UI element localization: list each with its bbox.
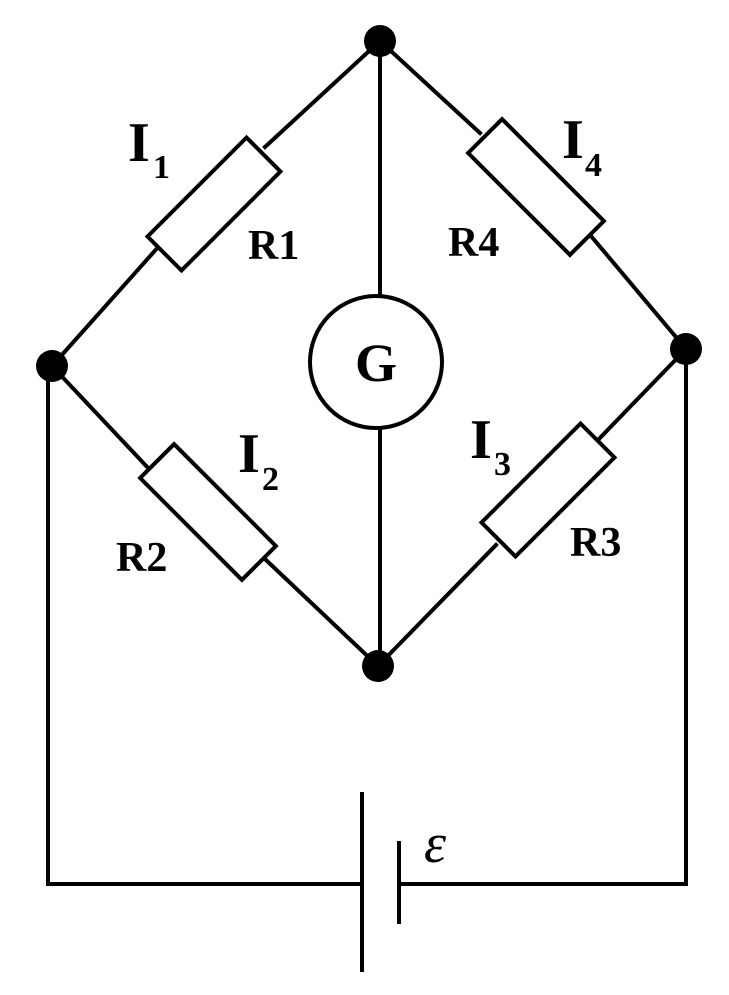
current-i4-subscript: 4 bbox=[585, 147, 602, 184]
node-top bbox=[364, 25, 396, 57]
r2-label: R2 bbox=[116, 535, 167, 581]
wire-top-to-r4 bbox=[377, 38, 483, 136]
node-left bbox=[36, 350, 68, 382]
wire-left-to-r1 bbox=[49, 242, 163, 369]
galvanometer-circle bbox=[308, 294, 444, 430]
current-i2-letter: I bbox=[238, 423, 260, 485]
current-i1-subscript: 1 bbox=[153, 149, 170, 186]
current-i2-subscript: 2 bbox=[262, 461, 279, 498]
wire-left-to-r2 bbox=[49, 363, 153, 473]
wire-r3-to-right bbox=[594, 346, 689, 444]
resistor-r4 bbox=[465, 116, 607, 258]
current-i4-label: I 4 bbox=[562, 109, 602, 184]
r4-label: R4 bbox=[448, 220, 499, 266]
node-bottom bbox=[362, 650, 394, 682]
wire-r2-to-bottom bbox=[263, 557, 381, 669]
current-i3-subscript: 3 bbox=[494, 446, 511, 483]
resistor-r3 bbox=[478, 420, 618, 560]
r3-label: R3 bbox=[570, 520, 621, 566]
wire-right-battery-loop bbox=[398, 347, 688, 886]
wire-r1-to-top bbox=[262, 38, 383, 150]
resistor-r2 bbox=[137, 441, 279, 583]
node-right bbox=[670, 333, 702, 365]
current-i3-letter: I bbox=[470, 409, 492, 471]
current-i2-label: I 2 bbox=[238, 423, 279, 498]
r1-label: R1 bbox=[248, 223, 299, 269]
wire-left-battery-loop bbox=[46, 364, 363, 886]
wire-bottom-to-r3 bbox=[375, 542, 499, 669]
current-i1-letter: I bbox=[128, 112, 150, 174]
current-i3-label: I 3 bbox=[470, 409, 511, 483]
wire-r4-to-right bbox=[588, 233, 689, 352]
galvanometer-label: G bbox=[355, 333, 397, 393]
battery-emf-label: ε bbox=[424, 813, 447, 875]
resistor-r1 bbox=[144, 134, 284, 274]
current-i4-letter: I bbox=[562, 109, 584, 171]
current-i1-label: I 1 bbox=[128, 112, 170, 186]
